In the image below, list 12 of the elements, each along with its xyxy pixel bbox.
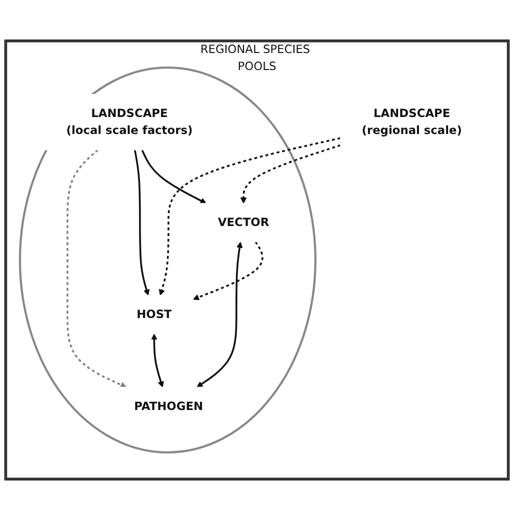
arrow [134,150,150,296]
arrow [66,149,127,388]
node-text: PATHOGEN [134,399,204,413]
node-text: VECTOR [218,215,270,230]
node-text: LANDSCAPE (regional scale) [362,106,462,138]
arrow [158,137,341,296]
node-text: HOST [136,307,172,321]
arrow [196,242,243,388]
arrow [192,241,264,300]
arrow [240,144,341,204]
arrow [141,150,206,204]
arrow [151,334,164,388]
